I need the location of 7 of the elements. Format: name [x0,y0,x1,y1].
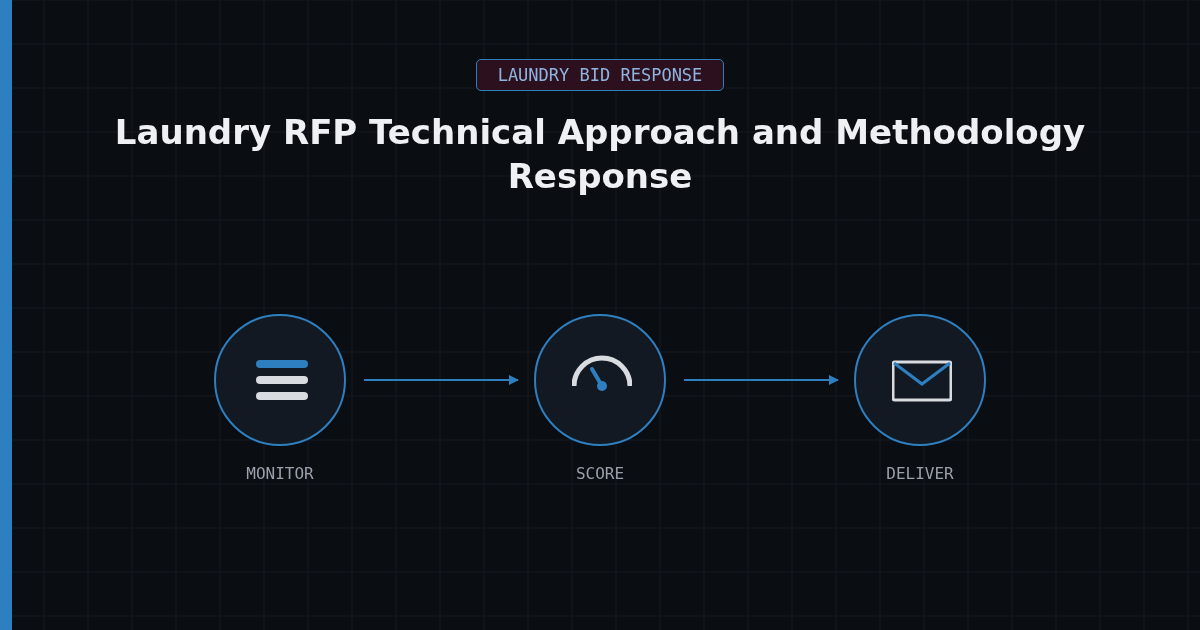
step-label: MONITOR [245,464,315,483]
step-label: SCORE [574,464,626,483]
arrow [363,375,519,385]
arrow [683,375,839,385]
step-label: DELIVER [885,464,955,483]
tag-label: LAUNDRY BID RESPONSE [476,59,724,91]
title: Laundry RFP Technical Approach and Methodology Response [113,111,1087,198]
